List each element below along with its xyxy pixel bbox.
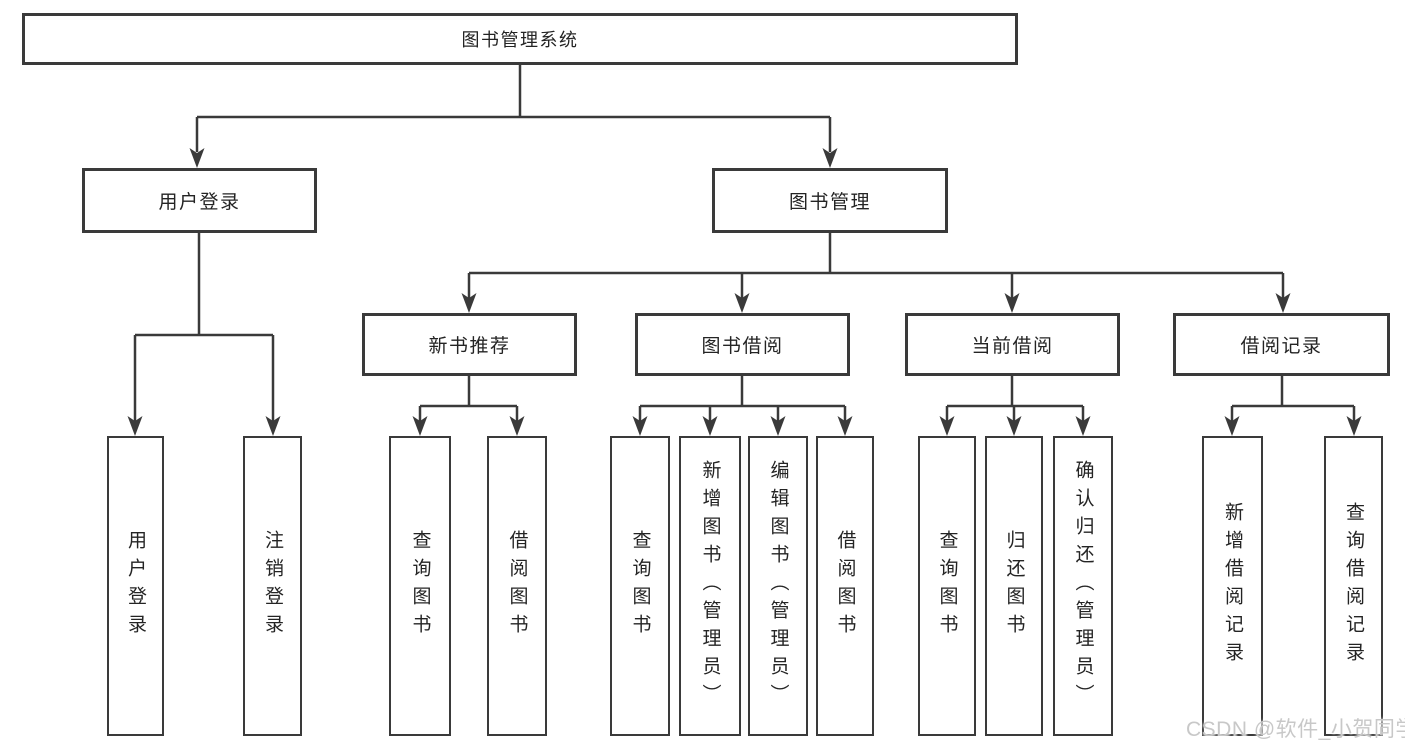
node-current-borrowing: 当前借阅	[905, 313, 1120, 376]
node-new-book-recommendation-label: 新书推荐	[428, 336, 511, 357]
node-query-borrow-record: 查询借阅记录	[1324, 436, 1383, 736]
arrowhead	[734, 293, 750, 313]
node-confirm-return-admin: 确认归还（管理员）	[1053, 436, 1113, 736]
arrowhead	[702, 416, 718, 436]
node-return-books-label: 归还图书	[1003, 530, 1025, 642]
arrowhead	[822, 148, 838, 168]
arrowhead	[1004, 293, 1020, 313]
arrowhead	[1275, 293, 1291, 313]
node-recommend-query-books-label: 查询图书	[409, 530, 431, 642]
node-add-books-admin: 新增图书（管理员）	[679, 436, 741, 736]
node-book-management: 图书管理	[712, 168, 948, 233]
csdn-watermark: CSDN @软件_小贺同学	[1186, 718, 1405, 741]
node-recommend-borrow-books-label: 借阅图书	[506, 530, 528, 642]
node-recommend-borrow-books: 借阅图书	[487, 436, 547, 736]
arrowhead	[837, 416, 853, 436]
arrowheads	[127, 148, 1362, 436]
node-new-book-recommendation: 新书推荐	[362, 313, 577, 376]
arrowhead	[412, 416, 428, 436]
node-borrowing-records: 借阅记录	[1173, 313, 1390, 376]
node-borrow-books-label: 借阅图书	[834, 530, 856, 642]
node-borrowing-query-books: 查询图书	[610, 436, 670, 736]
node-library-system: 图书管理系统	[22, 13, 1018, 65]
node-confirm-return-admin-label: 确认归还（管理员）	[1072, 460, 1094, 712]
node-current-query-books-label: 查询图书	[936, 530, 958, 642]
arrowhead	[127, 416, 143, 436]
node-borrow-books: 借阅图书	[816, 436, 874, 736]
arrowhead	[509, 416, 525, 436]
node-book-borrowing: 图书借阅	[635, 313, 850, 376]
node-borrowing-records-label: 借阅记录	[1240, 336, 1323, 357]
node-logout: 注销登录	[243, 436, 302, 736]
node-query-borrow-record-label: 查询借阅记录	[1343, 502, 1364, 670]
arrowhead	[1075, 416, 1091, 436]
arrowhead	[461, 293, 477, 313]
connector-lines	[133, 65, 1356, 424]
node-book-borrowing-label: 图书借阅	[701, 336, 784, 357]
node-logout-label: 注销登录	[262, 530, 283, 642]
arrowhead	[1346, 416, 1362, 436]
arrowhead	[632, 416, 648, 436]
arrowhead	[189, 148, 205, 168]
node-user-login-leaf: 用户登录	[107, 436, 164, 736]
node-recommend-query-books: 查询图书	[389, 436, 451, 736]
node-current-borrowing-label: 当前借阅	[971, 336, 1054, 357]
node-user-login-label: 用户登录	[158, 192, 241, 213]
node-return-books: 归还图书	[985, 436, 1043, 736]
node-library-system-label: 图书管理系统	[461, 30, 579, 50]
node-edit-books-admin: 编辑图书（管理员）	[748, 436, 808, 736]
arrowhead	[770, 416, 786, 436]
node-borrowing-query-books-label: 查询图书	[629, 530, 651, 642]
node-add-borrow-record-label: 新增借阅记录	[1222, 502, 1243, 670]
arrowhead	[265, 416, 281, 436]
node-book-management-label: 图书管理	[788, 192, 871, 213]
node-user-login-leaf-label: 用户登录	[125, 530, 146, 642]
arrowhead	[1006, 416, 1022, 436]
node-current-query-books: 查询图书	[918, 436, 976, 736]
node-user-login: 用户登录	[82, 168, 317, 233]
node-edit-books-admin-label: 编辑图书（管理员）	[767, 460, 789, 712]
node-add-borrow-record: 新增借阅记录	[1202, 436, 1263, 736]
arrowhead	[1224, 416, 1240, 436]
arrowhead	[939, 416, 955, 436]
node-add-books-admin-label: 新增图书（管理员）	[699, 460, 721, 712]
